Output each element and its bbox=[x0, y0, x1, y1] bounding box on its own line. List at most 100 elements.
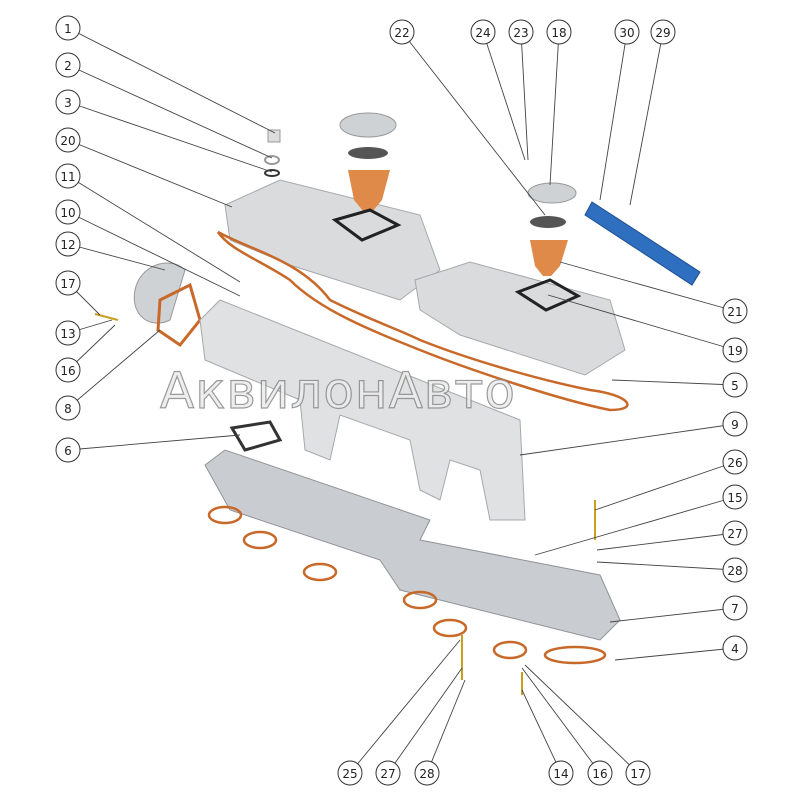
lower-housing bbox=[204, 449, 621, 641]
callout-circle bbox=[55, 52, 81, 78]
callout-7: 7 bbox=[722, 595, 748, 621]
callout-27: 27 bbox=[722, 520, 748, 546]
thermostat-1 bbox=[348, 170, 390, 212]
callout-circle bbox=[337, 760, 363, 786]
leader-line-28 bbox=[596, 561, 736, 571]
callout-circle bbox=[722, 484, 748, 510]
callout-number: 15 bbox=[727, 491, 742, 505]
leader-line-2 bbox=[67, 64, 273, 159]
callout-20: 20 bbox=[55, 127, 81, 153]
callout-number: 16 bbox=[592, 767, 607, 781]
callout-number: 30 bbox=[619, 26, 634, 40]
callout-12: 12 bbox=[55, 231, 81, 257]
callout-circle bbox=[625, 760, 651, 786]
plug bbox=[267, 129, 281, 143]
leader-line-27 bbox=[387, 667, 463, 774]
callout-circle bbox=[375, 760, 401, 786]
thermostat-cover-top bbox=[339, 112, 397, 138]
callout-27: 27 bbox=[375, 760, 401, 786]
callout-circle bbox=[722, 298, 748, 324]
callout-number: 9 bbox=[731, 418, 739, 432]
leader-line-1 bbox=[67, 27, 276, 134]
callout-5: 5 bbox=[722, 372, 748, 398]
callout-number: 19 bbox=[727, 344, 742, 358]
callout-circle bbox=[55, 320, 81, 346]
callout-circle bbox=[55, 89, 81, 115]
watermark: АквилонАвто bbox=[159, 361, 516, 420]
leader-line-24 bbox=[482, 31, 526, 161]
callout-17: 17 bbox=[625, 760, 651, 786]
callout-circle bbox=[614, 19, 640, 45]
thermostat-ring-1 bbox=[348, 147, 388, 159]
leader-line-21 bbox=[559, 261, 736, 312]
callout-number: 22 bbox=[394, 26, 409, 40]
callout-number: 13 bbox=[60, 327, 75, 341]
callout-number: 23 bbox=[513, 26, 528, 40]
leader-line-3 bbox=[67, 101, 273, 173]
callout-circle bbox=[722, 411, 748, 437]
callout-29: 29 bbox=[650, 19, 676, 45]
leader-line-30 bbox=[599, 31, 628, 201]
valve-cover-gasket bbox=[216, 230, 629, 412]
elbow-gasket bbox=[156, 282, 202, 348]
leader-line-7 bbox=[609, 607, 736, 623]
callout-circle bbox=[55, 437, 81, 463]
manifold-gasket bbox=[229, 420, 283, 452]
callout-6: 6 bbox=[55, 437, 81, 463]
thermostat-gasket-2 bbox=[514, 278, 582, 312]
callout-2: 2 bbox=[55, 52, 81, 78]
callout-circle bbox=[508, 19, 534, 45]
callout-circle bbox=[55, 127, 81, 153]
callout-circle bbox=[650, 19, 676, 45]
callout-number: 25 bbox=[342, 767, 357, 781]
leader-line-18 bbox=[549, 31, 560, 186]
callout-number: 17 bbox=[60, 277, 75, 291]
leader-line-19 bbox=[547, 294, 736, 351]
leader-line-10 bbox=[67, 211, 241, 297]
callout-circle bbox=[55, 357, 81, 383]
callout-number: 8 bbox=[64, 402, 72, 416]
callout-number: 4 bbox=[731, 642, 739, 656]
callout-number: 18 bbox=[551, 26, 566, 40]
callout-circle bbox=[414, 760, 440, 786]
callout-number: 20 bbox=[60, 134, 75, 148]
callout-16: 16 bbox=[55, 357, 81, 383]
callout-28: 28 bbox=[414, 760, 440, 786]
callout-18: 18 bbox=[546, 19, 572, 45]
callout-circle bbox=[55, 163, 81, 189]
callout-number: 12 bbox=[60, 238, 75, 252]
callout-number: 6 bbox=[64, 444, 72, 458]
callout-number: 5 bbox=[731, 379, 739, 393]
leader-line-12 bbox=[67, 243, 166, 271]
callout-number: 1 bbox=[64, 22, 72, 36]
callout-number: 29 bbox=[655, 26, 670, 40]
leader-line-27 bbox=[596, 532, 736, 551]
leader-line-22 bbox=[401, 31, 546, 216]
callout-number: 28 bbox=[419, 767, 434, 781]
callout-13: 13 bbox=[55, 320, 81, 346]
callout-circle bbox=[722, 557, 748, 583]
thermostat-ring-2 bbox=[530, 216, 566, 228]
callout-circle bbox=[55, 231, 81, 257]
callout-4: 4 bbox=[722, 635, 748, 661]
leader-line-28 bbox=[426, 679, 466, 774]
o-ring bbox=[264, 169, 280, 177]
leader-line-15 bbox=[534, 496, 736, 556]
callout-number: 7 bbox=[731, 602, 739, 616]
washer bbox=[264, 155, 280, 165]
callout-3: 3 bbox=[55, 89, 81, 115]
leader-line-23 bbox=[520, 31, 529, 161]
callout-number: 28 bbox=[727, 564, 742, 578]
callout-number: 11 bbox=[60, 170, 75, 184]
callout-30: 30 bbox=[614, 19, 640, 45]
callout-circle bbox=[722, 595, 748, 621]
callout-circle bbox=[546, 19, 572, 45]
leader-line-14 bbox=[521, 689, 562, 774]
callout-circle bbox=[470, 19, 496, 45]
callout-number: 16 bbox=[60, 364, 75, 378]
callout-22: 22 bbox=[389, 19, 415, 45]
callout-number: 17 bbox=[630, 767, 645, 781]
callout-19: 19 bbox=[722, 337, 748, 363]
callout-24: 24 bbox=[470, 19, 496, 45]
